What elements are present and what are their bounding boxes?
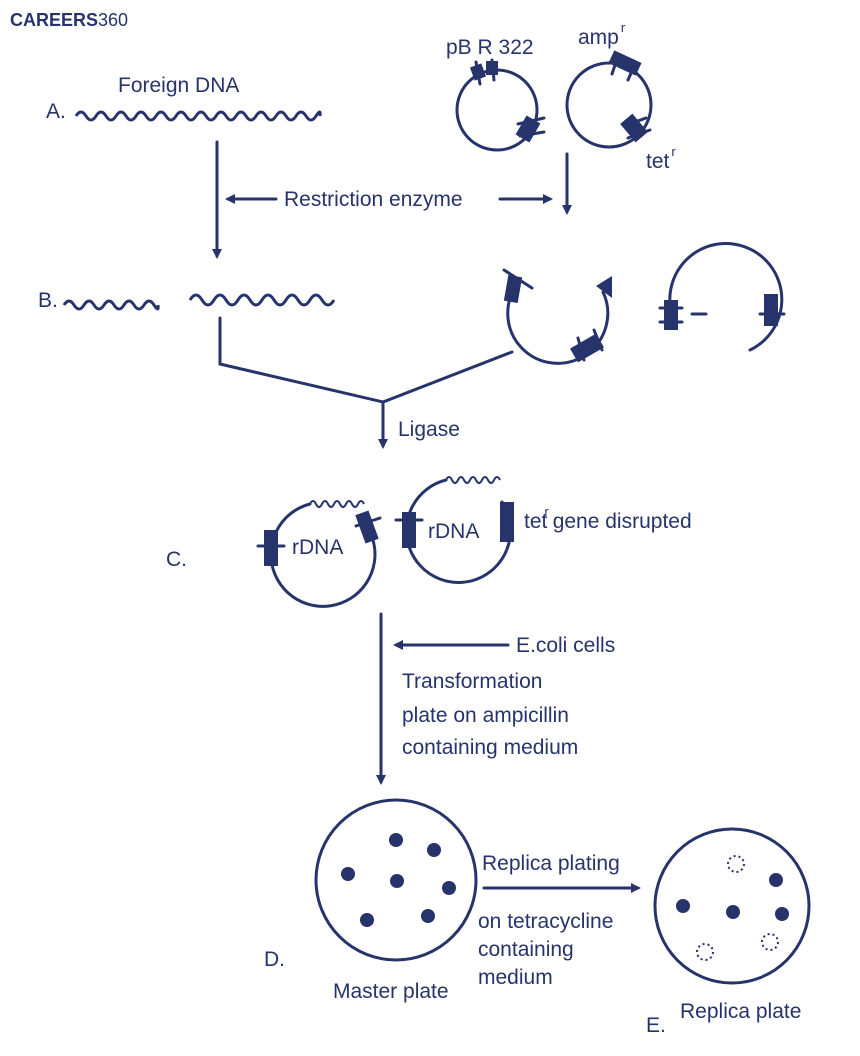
step-c-label: C. [166, 548, 187, 571]
plasmid-pbr322-left [455, 58, 546, 152]
cut-plasmid-left [502, 268, 612, 365]
cut-plasmid-right [658, 242, 786, 352]
rdna-plasmid-2: rDNA [394, 476, 514, 584]
ecoli-cells-label: E.coli cells [516, 634, 615, 657]
dna-fragment-right [188, 293, 336, 307]
rdna-1-label: rDNA [292, 536, 343, 559]
ligase-label: Ligase [398, 418, 460, 441]
brand-logo: CAREERS360 [10, 10, 128, 30]
brand-number: 360 [98, 10, 128, 30]
rdna-2-label: rDNA [428, 520, 479, 543]
tet-sup: r [671, 144, 676, 159]
step-a-label: A. [46, 100, 66, 123]
replica-plate [653, 827, 811, 985]
plasmid-name-label: pB R 322 [446, 36, 534, 59]
foreign-dna-wave [74, 110, 322, 122]
step-e-label: E. [646, 1014, 666, 1037]
replica-plating-label: Replica plating [482, 852, 620, 875]
replica-plate-label: Replica plate [680, 1000, 801, 1023]
foreign-dna-label: Foreign DNA [118, 74, 239, 97]
dna-fragment-left [62, 299, 160, 311]
ligase-converging-lines [218, 316, 514, 404]
plate-on-ampicillin-label: plate on ampicillin [402, 704, 569, 727]
tet-gene-disrupted-label: tetr gene disrupted [524, 504, 692, 533]
brand-name: CAREERS [10, 10, 98, 30]
step-d-label: D. [264, 948, 285, 971]
master-plate-label: Master plate [333, 980, 449, 1003]
plasmid-pbr322-right [565, 50, 653, 149]
step-b-label: B. [38, 289, 58, 312]
tet-gene-prefix: tet [524, 510, 548, 533]
amp-sup: r [621, 20, 626, 35]
medium-label: medium [478, 966, 553, 989]
tet-gene-suffix: gene disrupted [553, 510, 692, 533]
containing-medium-label: containing medium [402, 736, 578, 759]
svg-text:CAREERS360: CAREERS360 [10, 10, 128, 30]
master-plate [314, 798, 478, 962]
restriction-enzyme-label: Restriction enzyme [284, 188, 463, 211]
rdna-plasmid-1: rDNA [256, 500, 382, 608]
tet-text: tet [646, 150, 670, 173]
transformation-label: Transformation [402, 670, 542, 693]
on-tetracycline-label: on tetracycline [478, 910, 613, 933]
amp-text: amp [578, 26, 619, 49]
containing-label: containing [478, 938, 574, 961]
tet-gene-sup: r [544, 504, 549, 519]
